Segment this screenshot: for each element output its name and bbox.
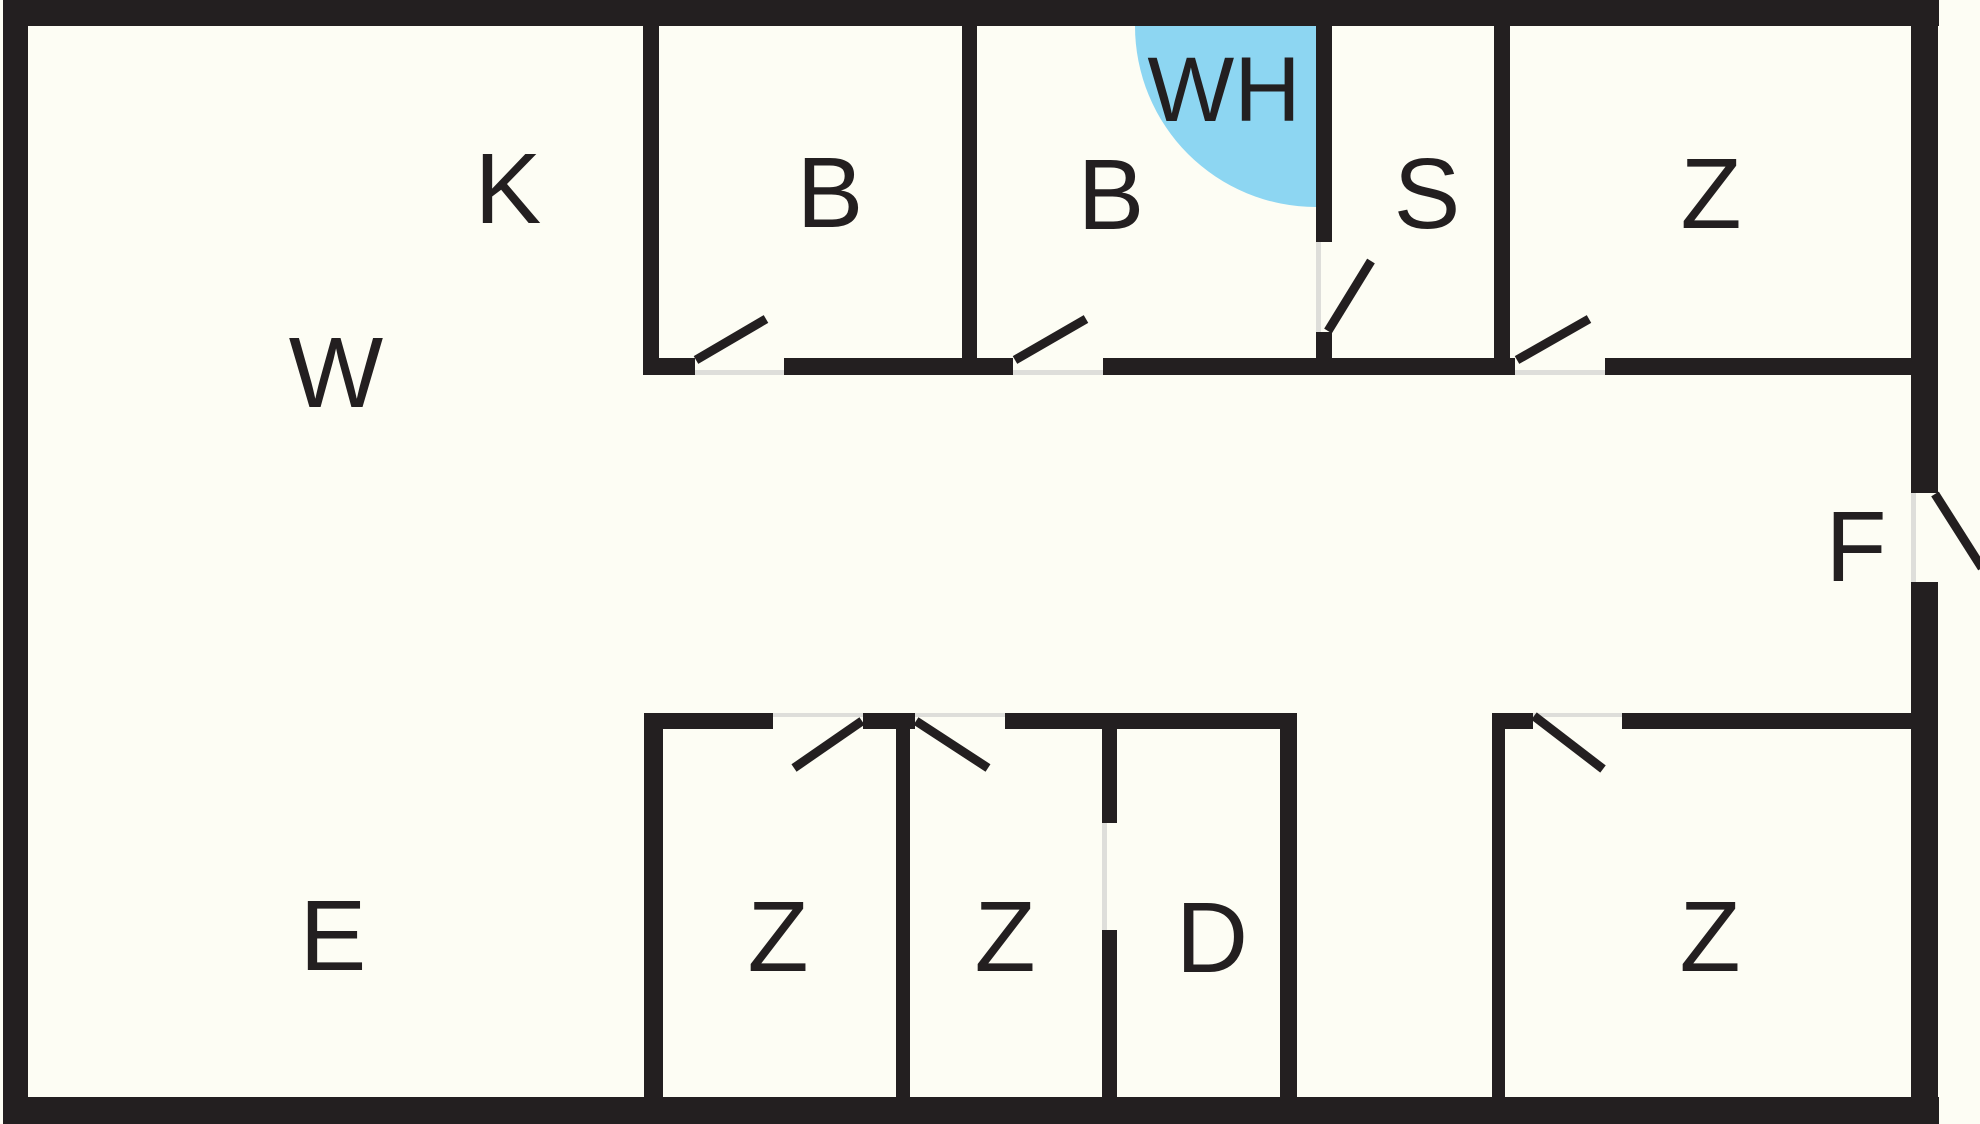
wall-d-right bbox=[1280, 713, 1297, 1097]
wall-bottom-band-seg-4 bbox=[1622, 713, 1911, 729]
wall-z-d-upper bbox=[1102, 729, 1117, 823]
door-opening-z-top bbox=[1515, 370, 1605, 375]
door-opening-z-d bbox=[1102, 823, 1107, 930]
wall-b2-s-upper bbox=[1316, 26, 1332, 242]
wall-outer-left bbox=[3, 0, 28, 1124]
door-opening-z-bottom-mid bbox=[915, 713, 1005, 717]
room-label-z-bottom-mid: Z bbox=[974, 881, 1035, 993]
door-leaf-b2 bbox=[1012, 315, 1089, 364]
wall-top-band-seg-1 bbox=[643, 358, 695, 375]
wall-outer-right-upper bbox=[1911, 0, 1938, 493]
wall-outer-bottom bbox=[3, 1097, 1939, 1124]
door-leaf-z-bottom-mid bbox=[913, 717, 991, 772]
wall-b1-b2 bbox=[962, 26, 977, 375]
door-leaf-z-top bbox=[1514, 315, 1592, 364]
room-labels: K B B WH S Z W F E Z Z D Z bbox=[289, 39, 1887, 994]
wall-top-band-seg-3 bbox=[1103, 358, 1515, 375]
wall-e-z bbox=[644, 713, 663, 1097]
room-label-z-bottom-left: Z bbox=[747, 881, 808, 993]
door-openings bbox=[695, 242, 1916, 930]
door-opening-f bbox=[1911, 493, 1916, 582]
wh-highlight-quarter-circle bbox=[1135, 26, 1316, 207]
room-label-f: F bbox=[1825, 491, 1886, 603]
room-label-e: E bbox=[300, 880, 367, 992]
room-label-b2: B bbox=[1078, 139, 1145, 251]
door-leaf-f bbox=[1931, 491, 1980, 571]
door-opening-z-bottom-left bbox=[773, 713, 863, 717]
wall-s-z bbox=[1494, 26, 1510, 375]
room-label-d: D bbox=[1176, 882, 1248, 994]
door-leaves bbox=[693, 258, 1980, 773]
wall-outer-right-lower bbox=[1911, 582, 1938, 1124]
room-label-k: K bbox=[475, 133, 542, 245]
door-leaf-z-bottom-left bbox=[791, 717, 865, 772]
wall-z-z bbox=[896, 713, 910, 1097]
door-leaf-b1 bbox=[693, 315, 769, 364]
walls bbox=[3, 0, 1939, 1124]
door-opening-b1 bbox=[695, 370, 784, 375]
wall-bottom-band-seg-2 bbox=[1005, 713, 1297, 729]
room-label-s: S bbox=[1394, 138, 1461, 250]
room-label-z-top: Z bbox=[1680, 138, 1741, 250]
wall-k-b1 bbox=[643, 26, 659, 375]
door-opening-s bbox=[1316, 242, 1321, 332]
room-label-wh: WH bbox=[1147, 39, 1300, 141]
wall-top-band-seg-2 bbox=[784, 358, 1013, 375]
room-label-b1: B bbox=[797, 137, 864, 249]
door-opening-z-bottom-right bbox=[1533, 713, 1622, 717]
wall-z-right-left bbox=[1492, 713, 1505, 1097]
room-label-w: W bbox=[289, 317, 384, 429]
door-opening-b2 bbox=[1013, 370, 1103, 375]
wall-outer-top bbox=[3, 0, 1939, 26]
room-label-z-bottom-right: Z bbox=[1679, 881, 1740, 993]
door-leaf-s bbox=[1324, 258, 1375, 334]
door-leaf-z-bottom-right bbox=[1531, 712, 1606, 773]
wall-z-d-lower bbox=[1102, 930, 1117, 1097]
wall-bottom-band-seg-1 bbox=[644, 713, 773, 729]
wall-top-band-seg-4 bbox=[1605, 358, 1911, 375]
